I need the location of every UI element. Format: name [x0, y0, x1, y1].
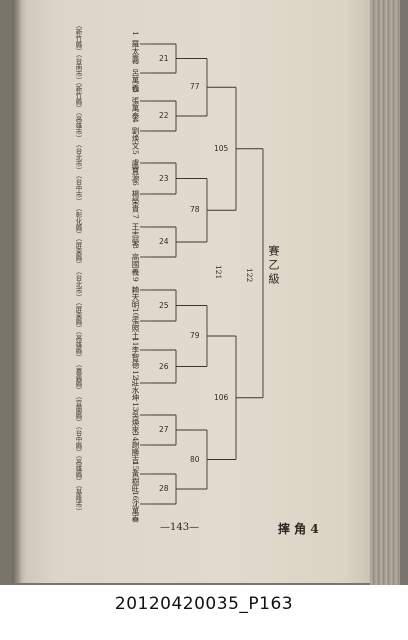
entry-name-3: 張萬泰	[131, 97, 140, 120]
entry-org-9: （台北市）	[74, 268, 82, 301]
paper-page	[12, 0, 374, 583]
tournament-bracket-lines	[140, 43, 264, 505]
entry-seed-12: 12	[131, 370, 140, 380]
entry-org-6: （台中市）	[74, 172, 82, 205]
entry-seed-16: 16	[131, 491, 140, 501]
bracket-heading: 賽乙級	[267, 245, 280, 287]
match-number-23: 23	[159, 173, 169, 183]
entry-org-4: （高雄市）	[74, 109, 82, 142]
entry-seed-14: 14	[131, 432, 140, 442]
match-number-80: 80	[190, 454, 200, 464]
match-number-77: 77	[190, 82, 200, 92]
page-number: —143—	[160, 522, 200, 533]
match-number-26: 26	[159, 361, 169, 371]
entry-name-11: 李智德	[131, 346, 140, 369]
entry-org-16: （基隆市）	[74, 482, 82, 515]
entry-name-12: 莊水坤	[131, 379, 140, 402]
entry-name-7: 王志榮	[131, 223, 140, 246]
entry-org-2: （台南市）	[74, 51, 82, 84]
match-number-21: 21	[159, 53, 169, 63]
entry-org-7: （彰化縣）	[74, 205, 82, 238]
match-number-79: 79	[190, 331, 200, 340]
section-label: 摔 角 4	[278, 522, 319, 536]
entry-org-12: （嘉義縣）	[74, 361, 82, 394]
page-stack-edge	[370, 0, 400, 585]
entry-org-14: （台中縣）	[74, 423, 82, 456]
entry-seed-13: 13	[131, 402, 140, 412]
entry-org-11: （高雄縣）	[74, 328, 82, 361]
match-number-25: 25	[159, 300, 169, 310]
entry-name-8: 高國義	[131, 253, 140, 276]
image-caption: 20120420035_P163	[114, 594, 294, 614]
entry-name-10: 張照土	[131, 317, 140, 340]
entry-seed-3: 3	[131, 88, 140, 93]
entry-seed-11: 11	[131, 337, 140, 347]
entry-org-15: （高雄縣）	[74, 452, 82, 485]
entry-org-13: （宜蘭縣）	[74, 393, 82, 426]
entry-seed-1: 1	[131, 31, 140, 36]
match-number-105: 105	[214, 143, 229, 153]
binding-gutter-shadow	[12, 0, 22, 583]
match-number-27: 27	[159, 425, 169, 434]
entry-seed-8: 8	[131, 244, 140, 249]
entry-seed-9: 9	[131, 277, 140, 282]
entry-org-8: （屏東縣）	[74, 235, 82, 268]
entry-name-14: 謝勝吉	[131, 441, 140, 464]
match-number-121: 121	[214, 265, 223, 280]
entry-name-13: 吳煥來	[131, 411, 140, 434]
entry-name-6: 楊榮貴	[131, 190, 140, 213]
match-number-106: 106	[214, 392, 229, 402]
entry-name-15: 黃樹旺	[131, 470, 140, 493]
entry-org-10: （屏東縣）	[74, 299, 82, 332]
entry-seed-2: 2	[131, 60, 140, 65]
entry-seed-5: 5	[131, 150, 140, 155]
entry-name-1: 羅太喬	[131, 40, 140, 63]
entry-seed-15: 15	[131, 461, 140, 471]
entry-name-9: 賴天明	[131, 286, 140, 309]
match-number-78: 78	[190, 205, 200, 215]
entry-seed-6: 6	[131, 181, 140, 186]
entry-org-1: （新竹縣）	[74, 22, 82, 55]
match-number-22: 22	[159, 111, 169, 120]
entry-org-3: （新竹縣）	[74, 79, 82, 112]
entry-name-5: 盧寶源	[131, 159, 140, 182]
match-number-28: 28	[159, 484, 169, 493]
match-number-122: 122	[245, 268, 254, 283]
entry-org-5: （台北市）	[74, 141, 82, 174]
entry-name-4: 劉焕文	[131, 127, 140, 150]
entry-seed-10: 10	[131, 308, 140, 318]
entry-name-16: 沈萬春	[131, 500, 140, 523]
match-number-24: 24	[159, 237, 169, 246]
entry-name-2: 呂萬義	[131, 69, 140, 92]
entry-seed-4: 4	[131, 118, 140, 123]
entry-seed-7: 7	[131, 214, 140, 219]
